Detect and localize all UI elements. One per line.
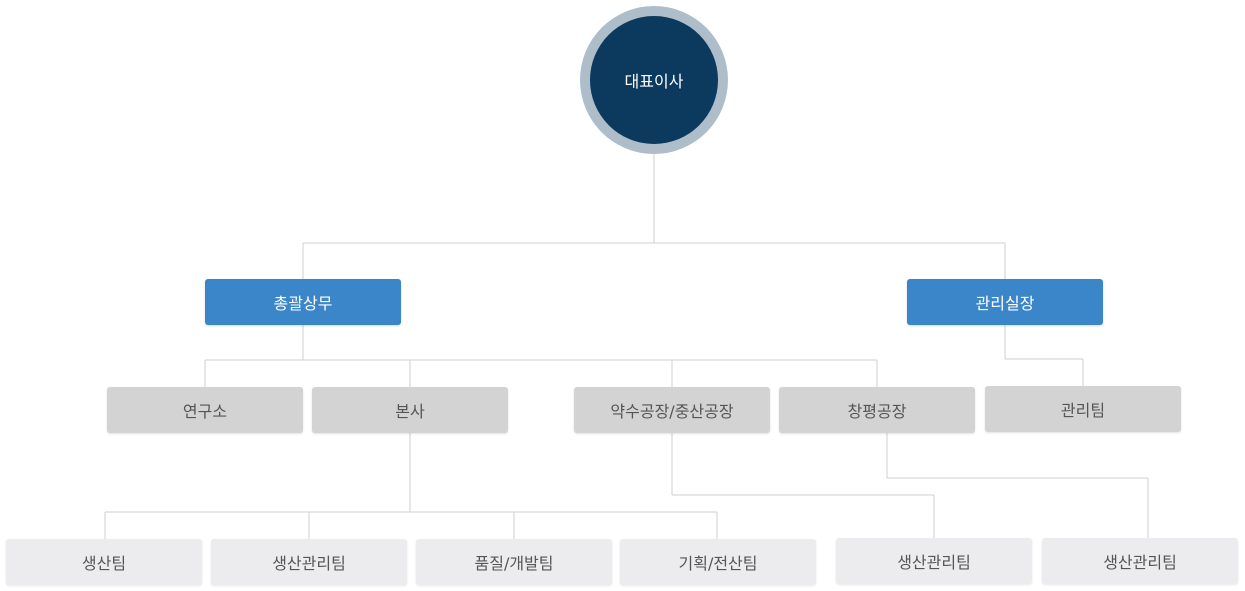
hq-production-team-node: 생산팀 — [6, 539, 202, 585]
changpyeong-factory-node: 창평공장 — [779, 387, 975, 433]
hq-production-mgmt-team-label: 생산관리팀 — [272, 554, 346, 573]
hq-node: 본사 — [312, 387, 508, 433]
general-director-label: 총괄상무 — [273, 294, 333, 313]
hq-quality-team-node: 품질/개발팀 — [416, 539, 612, 585]
hq-label: 본사 — [395, 402, 425, 421]
admin-team-label: 관리팀 — [1060, 401, 1106, 420]
hq-planning-team-label: 기획/전산팀 — [678, 554, 758, 573]
ceo-node-label: 대표이사 — [624, 72, 684, 91]
general-director-node: 총괄상무 — [205, 279, 401, 325]
yaksu-production-mgmt-team-label: 생산관리팀 — [897, 553, 971, 572]
hq-planning-team-node: 기획/전산팀 — [620, 539, 816, 585]
hq-production-mgmt-team-node: 생산관리팀 — [211, 539, 407, 585]
changpyeong-production-mgmt-team-node: 생산관리팀 — [1042, 538, 1238, 584]
hq-quality-team-label: 품질/개발팀 — [474, 554, 554, 573]
ceo-node: 대표이사 — [590, 16, 718, 144]
management-director-node: 관리실장 — [907, 279, 1103, 325]
lab-node: 연구소 — [107, 387, 303, 433]
yaksu-factory-node: 약수공장/중산공장 — [574, 387, 770, 433]
changpyeong-production-mgmt-team-label: 생산관리팀 — [1103, 553, 1177, 572]
hq-production-team-label: 생산팀 — [81, 554, 127, 573]
yaksu-factory-label: 약수공장/중산공장 — [610, 402, 734, 421]
lab-label: 연구소 — [182, 402, 228, 421]
management-director-label: 관리실장 — [975, 294, 1035, 313]
changpyeong-factory-label: 창평공장 — [847, 402, 907, 421]
admin-team-node: 관리팀 — [985, 386, 1181, 432]
yaksu-production-mgmt-team-node: 생산관리팀 — [836, 538, 1032, 584]
